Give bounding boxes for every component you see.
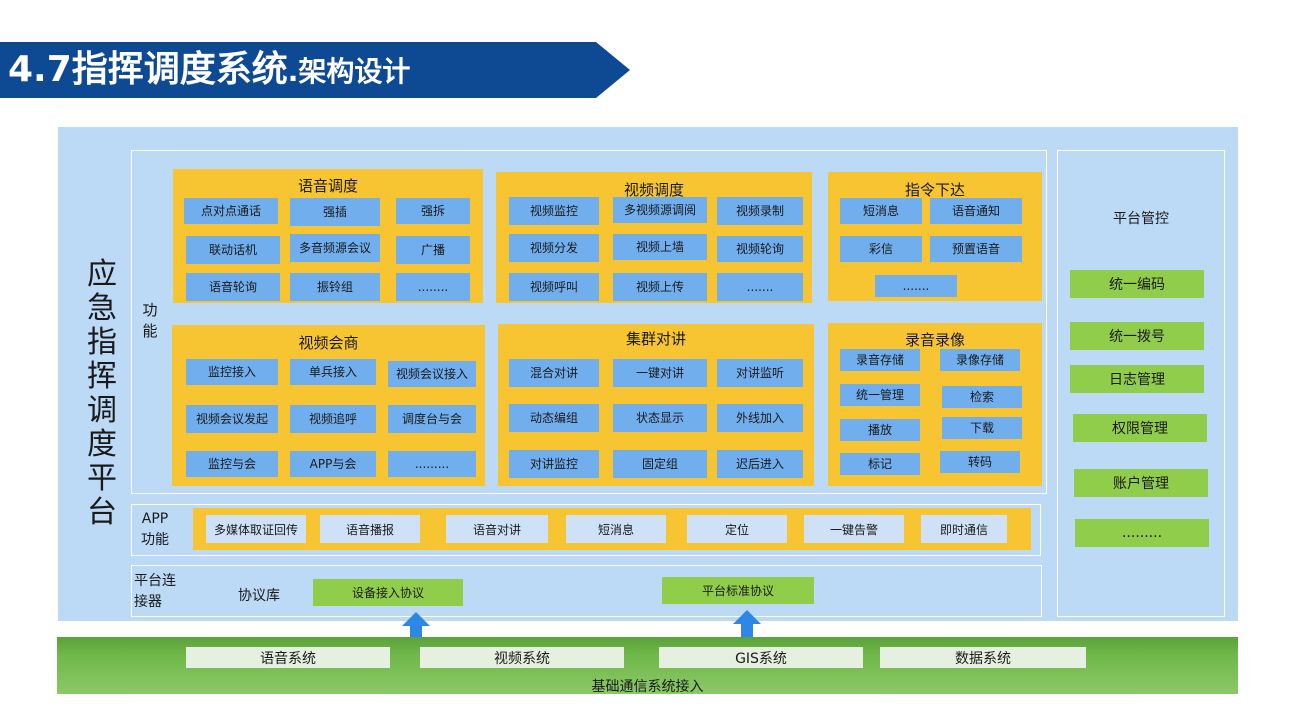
func-button[interactable]: 录像存储 (940, 349, 1020, 371)
function-label: 功能 (142, 301, 158, 340)
func-button[interactable]: 视频轮询 (717, 236, 803, 262)
func-button[interactable]: 混合对讲 (509, 359, 599, 387)
func-button[interactable]: 视频上墙 (613, 234, 707, 260)
func-button[interactable]: 转码 (940, 451, 1020, 473)
group-title: 指令下达 (904, 181, 965, 199)
app-button[interactable]: 多媒体取证回传 (206, 515, 306, 543)
group-title: 录音录像 (904, 331, 965, 349)
func-button[interactable]: 预置语音 (930, 236, 1022, 262)
mgmt-button[interactable]: 权限管理 (1073, 414, 1207, 442)
func-button[interactable]: 播放 (840, 419, 920, 441)
func-button[interactable]: 振铃组 (290, 273, 380, 301)
base-comm-label: 基础通信系统接入 (591, 679, 704, 695)
func-button[interactable]: 语音通知 (930, 198, 1022, 224)
func-button[interactable]: ........ (396, 273, 470, 301)
title-main: 4.7指挥调度系统 (8, 49, 288, 90)
group-title: 视频会商 (298, 334, 359, 352)
func-button[interactable]: 强拆 (396, 198, 470, 224)
func-button[interactable]: 点对点通话 (184, 198, 278, 224)
up-arrow-icon (402, 612, 430, 648)
connector-label: 平台连接器 (134, 573, 176, 610)
func-button[interactable]: 视频追呼 (290, 405, 376, 433)
app-button[interactable]: 语音播报 (320, 515, 420, 543)
func-button[interactable]: 状态显示 (613, 404, 707, 432)
mgmt-button[interactable]: ......... (1075, 519, 1209, 547)
app-button[interactable]: 一键告警 (804, 515, 904, 543)
func-button[interactable]: 视频分发 (509, 234, 599, 262)
mgmt-button[interactable]: 账户管理 (1074, 469, 1208, 497)
system-button[interactable]: GIS系统 (659, 647, 863, 668)
title-sub: .架构设计 (287, 55, 411, 88)
standard-protocol-button[interactable]: 平台标准协议 (662, 577, 814, 604)
func-button[interactable]: 固定组 (613, 450, 707, 478)
title-banner (0, 42, 630, 98)
app-button[interactable]: 即时通信 (921, 515, 1007, 543)
device-protocol-button[interactable]: 设备接入协议 (313, 579, 463, 606)
page-title: 4.7指挥调度系统.架构设计 (8, 42, 410, 98)
func-button[interactable]: ......... (388, 451, 476, 477)
func-button[interactable]: 视频录制 (717, 197, 803, 225)
func-button[interactable]: ....... (717, 273, 803, 301)
system-button[interactable]: 语音系统 (186, 647, 390, 668)
func-button[interactable]: 对讲监控 (509, 450, 599, 478)
func-button[interactable]: 彩信 (840, 236, 922, 262)
func-button[interactable]: 录音存储 (840, 349, 920, 371)
func-button[interactable]: 多视频源调阅 (613, 197, 707, 223)
app-button[interactable]: 语音对讲 (446, 515, 548, 543)
func-button[interactable]: 视频会议接入 (388, 361, 476, 387)
protocol-lib-label: 协议库 (238, 588, 280, 604)
func-button[interactable]: ....... (875, 275, 957, 297)
func-button[interactable]: 联动话机 (186, 236, 280, 264)
func-button[interactable]: 监控接入 (186, 359, 278, 385)
func-button[interactable]: 广播 (396, 236, 470, 264)
func-button[interactable]: 多音频源会议 (290, 234, 380, 262)
func-button[interactable]: 对讲监听 (717, 359, 803, 387)
group-title: 语音调度 (297, 177, 358, 195)
func-button[interactable]: 调度台与会 (388, 405, 476, 433)
func-button[interactable]: 检索 (942, 386, 1022, 408)
func-button[interactable]: 统一管理 (840, 384, 920, 406)
func-button[interactable]: 视频呼叫 (509, 273, 599, 301)
func-button[interactable]: 语音轮询 (186, 273, 280, 301)
system-button[interactable]: 数据系统 (880, 647, 1086, 668)
func-button[interactable]: 强插 (290, 198, 380, 226)
func-button[interactable]: APP与会 (290, 451, 376, 477)
func-button[interactable]: 标记 (840, 453, 920, 475)
connector-panel (131, 565, 1042, 617)
func-button[interactable]: 单兵接入 (290, 359, 376, 385)
func-button[interactable]: 短消息 (840, 198, 922, 224)
system-button[interactable]: 视频系统 (420, 647, 624, 668)
platform-title: 应急指挥调度平台 (87, 257, 117, 530)
up-arrow-icon (733, 610, 761, 646)
management-title: 平台管控 (1113, 211, 1169, 227)
app-button[interactable]: 定位 (687, 515, 787, 543)
mgmt-button[interactable]: 日志管理 (1070, 365, 1204, 393)
func-button[interactable]: 视频会议发起 (186, 405, 278, 433)
func-button[interactable]: 监控与会 (186, 451, 278, 477)
func-button[interactable]: 外线加入 (717, 404, 803, 432)
func-button[interactable]: 一键对讲 (613, 359, 707, 387)
group-title: 集群对讲 (625, 330, 686, 348)
func-button[interactable]: 视频监控 (509, 197, 599, 225)
app-button[interactable]: 短消息 (566, 515, 666, 543)
func-button[interactable]: 下载 (942, 417, 1022, 439)
mgmt-button[interactable]: 统一拨号 (1070, 322, 1204, 350)
func-button[interactable]: 迟后进入 (717, 450, 803, 478)
group-title: 视频调度 (623, 181, 684, 199)
mgmt-button[interactable]: 统一编码 (1070, 270, 1204, 298)
func-button[interactable]: 动态编组 (509, 404, 599, 432)
func-button[interactable]: 视频上传 (613, 273, 707, 301)
